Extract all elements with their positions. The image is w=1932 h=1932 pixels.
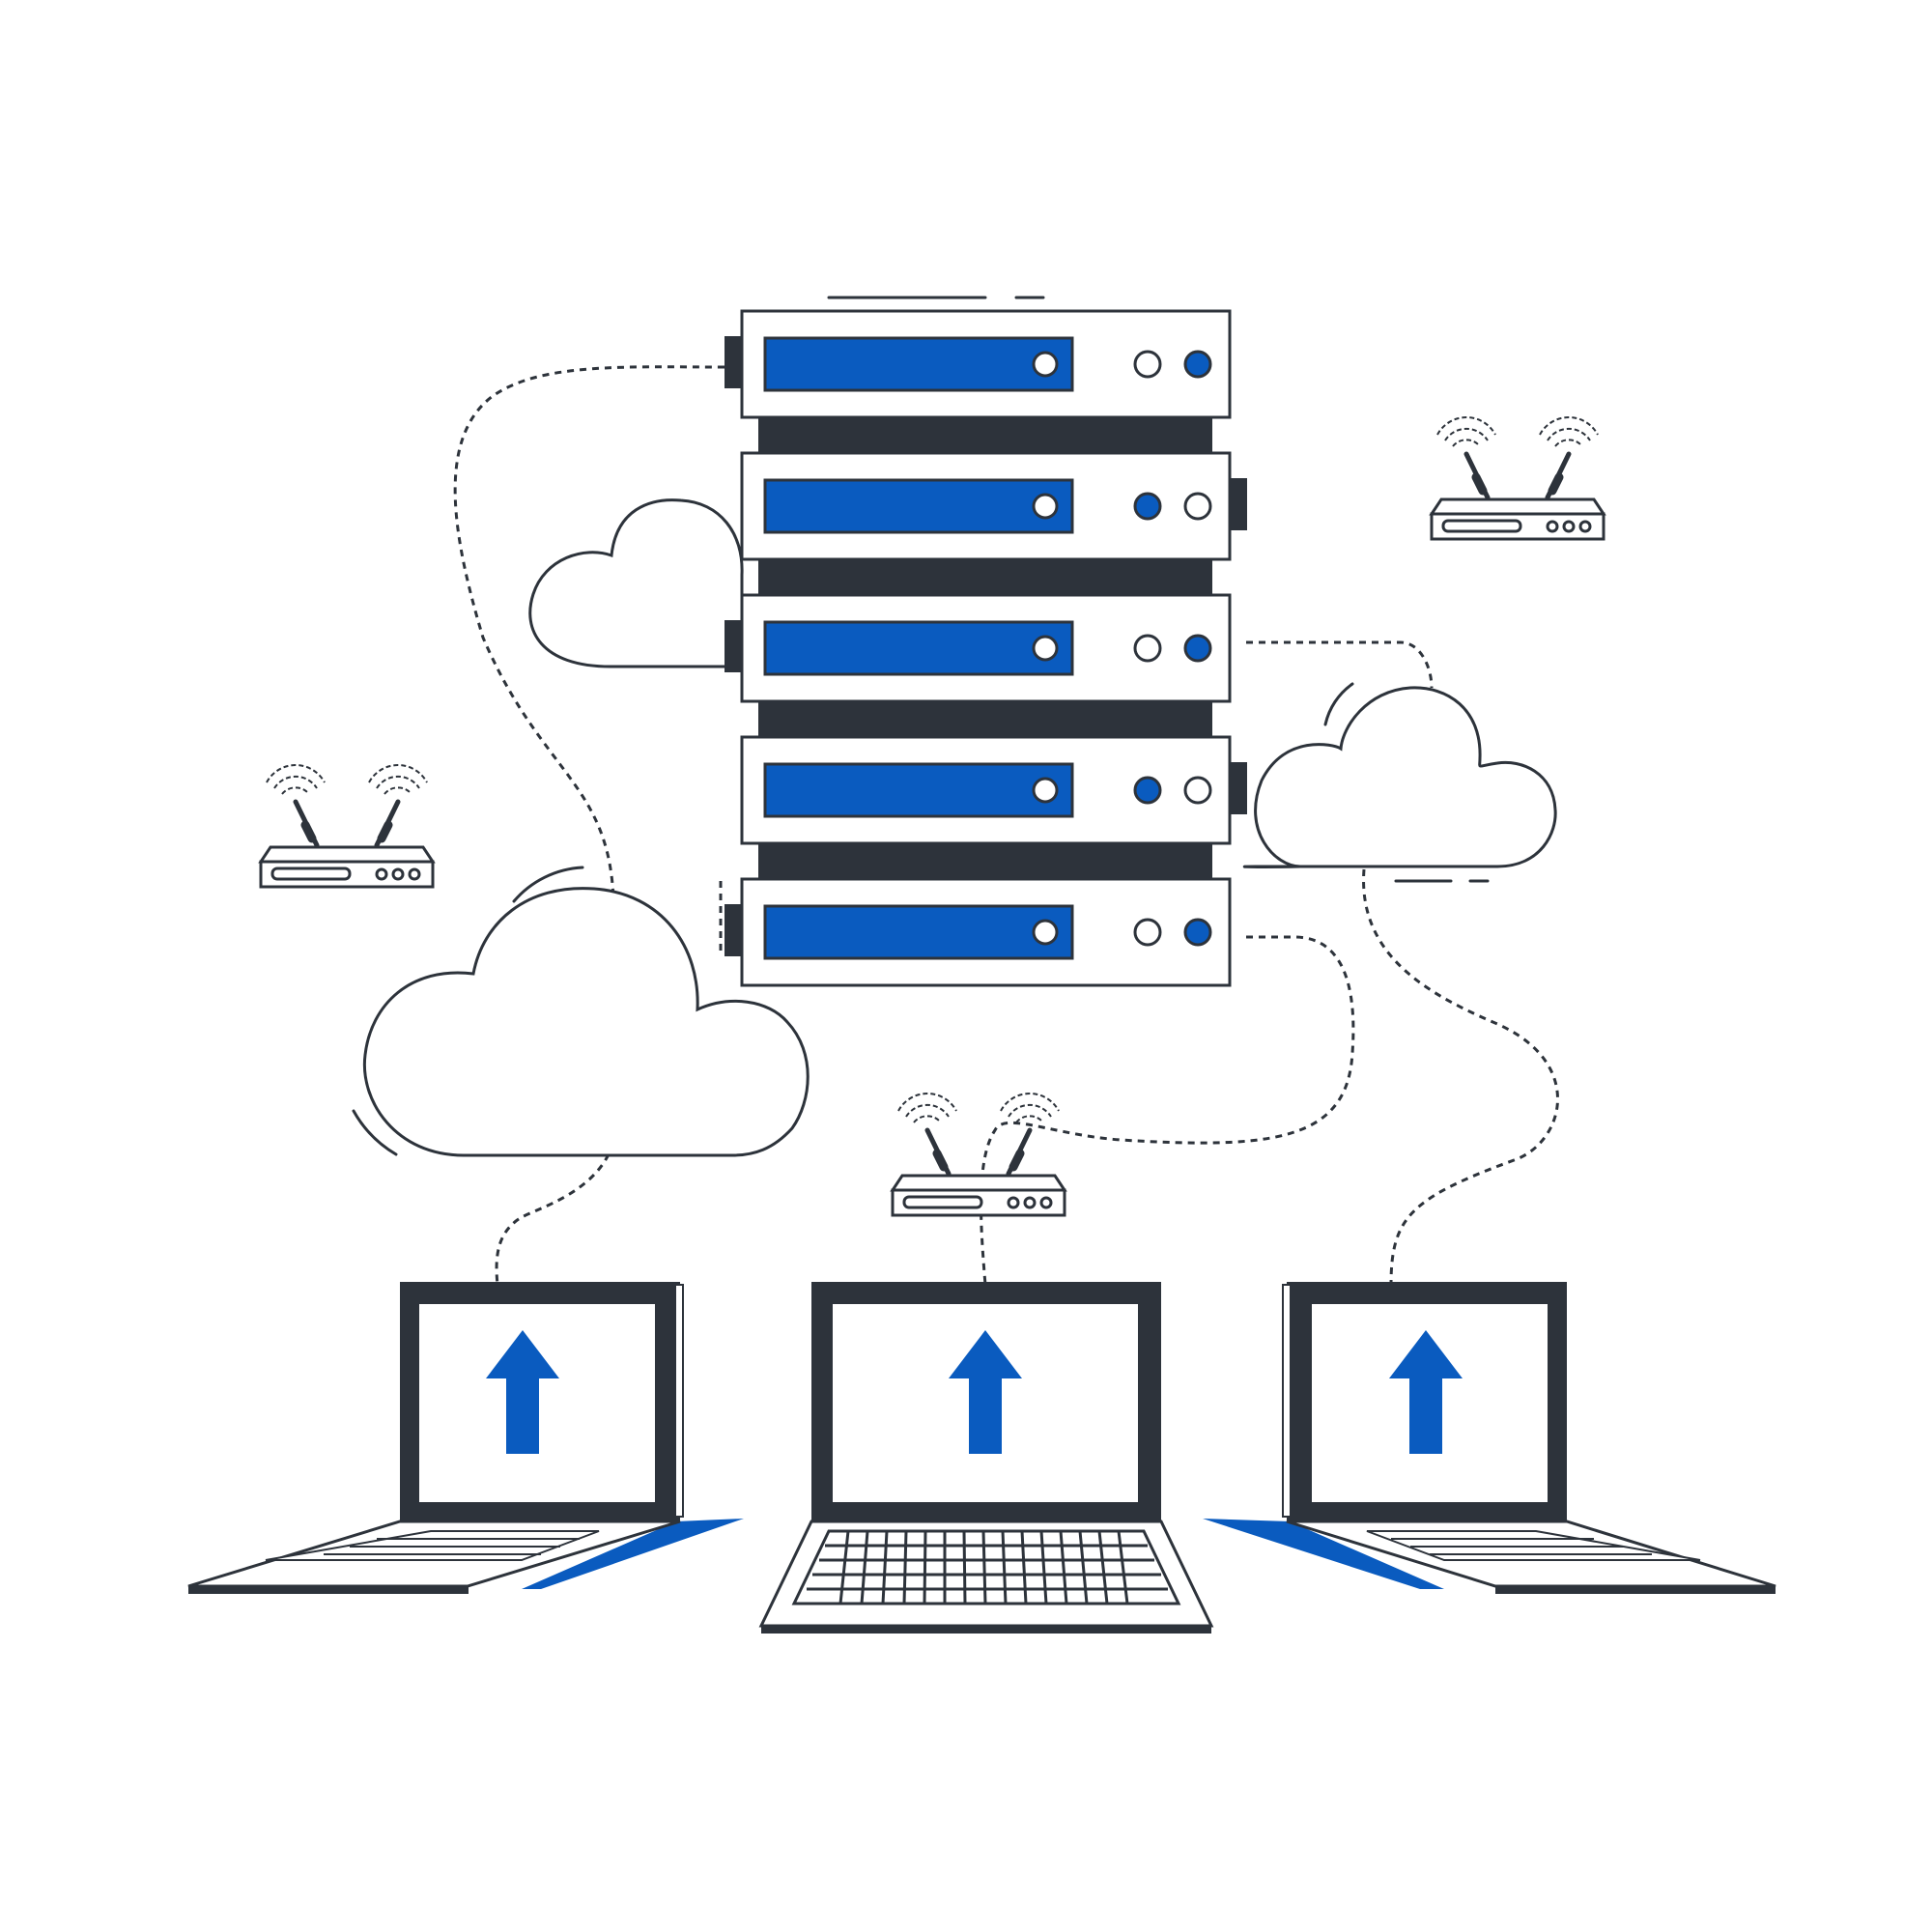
router-top-right (1432, 417, 1604, 539)
server-unit-5-drive-bay (763, 904, 1074, 960)
server-unit-2 (740, 451, 1247, 561)
server-unit-4-drive-light (1032, 777, 1059, 804)
server-unit-3-drive-bay (763, 620, 1074, 676)
keyboard-grid (807, 1530, 1168, 1605)
cloud-upper-left (528, 498, 744, 668)
server-unit-1-drive-light (1032, 351, 1059, 378)
connection-right-cloud-to-right-laptop (1362, 868, 1559, 1286)
server-unit-5-drive-light (1032, 919, 1059, 946)
server-unit-5-port (724, 904, 742, 956)
server-unit-1-drive-bay (763, 336, 1074, 392)
server-rack (724, 309, 1247, 987)
connection-server-to-center-router (980, 935, 1355, 1286)
decorative-dashes (352, 296, 1490, 1156)
cloud-left-large (362, 887, 810, 1157)
server-unit-5-status-led-2 (1183, 918, 1212, 947)
connection-lines (453, 365, 1559, 1286)
server-unit-3-status-led-1 (1133, 634, 1162, 663)
server-unit-5-status-led-1 (1133, 918, 1162, 947)
server-unit-3-drive-light (1032, 635, 1059, 662)
server-unit-4-status-led-1 (1133, 776, 1162, 805)
connection-server-to-right-cloud (1246, 640, 1434, 689)
server-unit-2-status-led-1 (1133, 492, 1162, 521)
server-unit-3 (724, 593, 1232, 703)
server-unit-1 (724, 309, 1232, 419)
server-unit-2-drive-bay (763, 478, 1074, 534)
server-unit-5 (724, 877, 1232, 987)
server-unit-4-status-led-2 (1183, 776, 1212, 805)
cloud-right (1242, 686, 1557, 868)
server-unit-1-status-led-2 (1183, 350, 1212, 379)
laptop-center (758, 1282, 1214, 1634)
server-unit-2-drive-light (1032, 493, 1059, 520)
router-left (261, 765, 433, 887)
laptop-right (1203, 1282, 1776, 1594)
server-unit-4-drive-bay (763, 762, 1074, 818)
connection-left-cloud-to-left-laptop (495, 1153, 611, 1286)
router-center (893, 1094, 1065, 1215)
server-unit-3-status-led-2 (1183, 634, 1212, 663)
server-unit-2-port (1230, 478, 1247, 530)
server-unit-4 (740, 735, 1247, 845)
server-unit-4-port (1230, 762, 1247, 814)
server-unit-2-status-led-2 (1183, 492, 1212, 521)
laptop-left (187, 1282, 744, 1594)
server-unit-1-status-led-1 (1133, 350, 1162, 379)
server-unit-3-port (724, 620, 742, 672)
server-unit-1-port (724, 336, 742, 388)
connection-server-to-left-cloud (453, 365, 725, 899)
